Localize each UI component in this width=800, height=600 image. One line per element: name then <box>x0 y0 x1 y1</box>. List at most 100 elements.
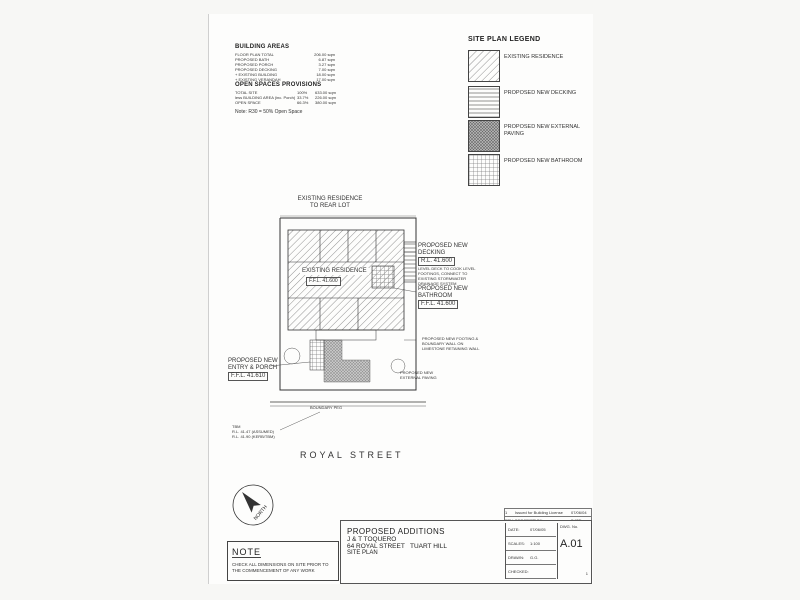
title-field: CHECKED: <box>506 565 556 579</box>
legend-decking: PROPOSED NEW DECKING <box>468 86 588 126</box>
title-field: DATE: 07/06/05 <box>506 523 556 537</box>
area-value: 6.87 sqm <box>318 57 335 62</box>
legend-paving: PROPOSED NEW EXTERNAL PAVING <box>468 120 588 160</box>
space-percent: 66.3% <box>297 100 309 105</box>
bathroom-ffl: F.F.L. 41.600 <box>418 300 459 309</box>
field-label: SCALES: <box>508 541 525 546</box>
building-areas-table: BUILDING AREAS FLOOR PLAN TOTAL 206.00 sq… <box>235 44 335 82</box>
title-block: PROPOSED ADDITIONS J & T TOQUERO 64 ROYA… <box>340 520 592 584</box>
project-title: PROPOSED ADDITIONS <box>347 527 445 536</box>
title-field: DRAWN: G.G. <box>506 551 556 565</box>
title-field: SCALES: 1:100 <box>506 537 556 551</box>
entry-label-line-2: ENTRY & PORCH <box>228 365 278 371</box>
site-address: 64 ROYAL STREET TUART HILL <box>347 543 447 550</box>
grid-hatch-swatch <box>468 154 500 186</box>
area-value: 18.00 sqm <box>316 72 335 77</box>
note-title: NOTE <box>232 547 262 558</box>
field-label: CHECKED: <box>508 569 529 574</box>
open-spaces-heading: OPEN SPACES PROVISIONS <box>235 82 322 88</box>
building-area-row: PROPOSED BATH 6.87 sqm <box>235 57 335 62</box>
legend-label: EXISTING RESIDENCE <box>504 54 564 60</box>
decking-label-line-1: PROPOSED NEW <box>418 243 468 249</box>
existing-ffl-label: F.F.L. 41.600 <box>306 277 341 286</box>
existing-residence-label: EXISTING RESIDENCE <box>300 268 369 275</box>
entry-label: PROPOSED NEW ENTRY & PORCH F.F.L. 41.610 <box>228 358 278 381</box>
front-notes: TBM R.L. 41.47 (ASSUMED) R.L. 41.90 (KER… <box>232 424 275 439</box>
area-value: 7.00 sqm <box>318 67 335 72</box>
area-value: 206.00 sqm <box>314 52 335 57</box>
building-areas-heading: BUILDING AREAS <box>235 44 290 50</box>
building-area-row: + EXISTING VERANDAH 17.00 sqm <box>235 77 335 82</box>
decking-label: PROPOSED NEW DECKING R.L. 41.600 <box>418 243 468 266</box>
crosshatch-swatch <box>468 120 500 152</box>
building-area-row: PROPOSED PORCH 3.27 sqm <box>235 62 335 67</box>
building-area-row: FLOOR PLAN TOTAL 206.00 sqm <box>235 52 335 57</box>
rev-date: 07/06/04 <box>571 510 587 515</box>
area-label: PROPOSED DECKING <box>235 67 278 72</box>
north-arrow-icon <box>232 484 274 526</box>
dwg-label: DWG. No. <box>560 524 579 529</box>
front-note-3: R.L. 41.90 (KERB/TBM) <box>232 434 275 439</box>
area-label: FLOOR PLAN TOTAL <box>235 52 274 57</box>
bathroom-label: PROPOSED NEW BATHROOM F.F.L. 41.600 <box>418 286 468 309</box>
open-space-row: TOTAL SITE 100% 633.00 sqm <box>235 90 345 95</box>
field-value: 07/06/05 <box>530 527 546 532</box>
client-name: J & T TOQUERO <box>347 536 397 543</box>
building-area-row: PROPOSED DECKING 7.00 sqm <box>235 67 335 72</box>
area-value: 17.00 sqm <box>316 77 335 82</box>
area-label: + EXISTING VERANDAH <box>235 77 281 82</box>
bathroom-label-line-1: PROPOSED NEW <box>418 286 468 292</box>
space-label: OPEN SPACE <box>235 100 261 105</box>
front-note-1: TBM <box>232 424 241 429</box>
area-label: PROPOSED PORCH <box>235 62 274 67</box>
legend-bathroom: PROPOSED NEW BATHROOM <box>468 154 588 194</box>
decking-note: LEVEL DECK TO COOK LEVEL FOOTINGS, CONNE… <box>418 266 476 286</box>
rev-description: Issued for Building License <box>515 510 563 515</box>
area-value: 3.27 sqm <box>318 62 335 67</box>
legend-label: PROPOSED NEW DECKING <box>504 90 577 96</box>
field-value: 1:100 <box>530 541 541 546</box>
decking-rl: R.L. 41.600 <box>418 257 456 266</box>
drawing-number: A.01 <box>560 538 583 550</box>
open-space-row: less BUILDING AREA (inc. Porch)33.7% 226.… <box>235 95 345 100</box>
area-label: + EXISTING BUILDING <box>235 72 278 77</box>
street-name: ROYAL STREET <box>300 450 404 460</box>
entry-ffl: F.F.L. 41.610 <box>228 372 269 381</box>
legend-existing-residence: EXISTING RESIDENCE <box>468 50 588 90</box>
space-area: 380.00 sqm <box>315 100 336 105</box>
space-label: TOTAL SITE <box>235 90 258 95</box>
bathroom-label-line-2: BATHROOM <box>418 293 453 299</box>
legend-title: SITE PLAN LEGEND <box>468 36 541 43</box>
front-boundary-label: BOUNDARY PEG <box>310 405 343 410</box>
north-arrow: NORTH <box>228 480 278 530</box>
decking-label-line-2: DECKING <box>418 250 446 256</box>
area-label: PROPOSED BATH <box>235 57 270 62</box>
diagonal-hatch-swatch <box>468 50 500 82</box>
space-label: less BUILDING AREA (inc. Porch) <box>235 95 296 100</box>
open-spaces-table: OPEN SPACES PROVISIONS TOTAL SITE 100% 633… <box>235 82 345 116</box>
front-note-2: R.L. 41.47 (ASSUMED) <box>232 429 275 434</box>
horizontal-hatch-swatch <box>468 86 500 118</box>
field-value: G.G. <box>530 555 539 560</box>
note-box: NOTE CHECK ALL DIMENSIONS ON SITE PRIOR … <box>227 541 339 581</box>
building-area-row: + EXISTING BUILDING 18.00 sqm <box>235 72 335 77</box>
note-text: CHECK ALL DIMENSIONS ON SITE PRIOR TO TH… <box>232 562 329 573</box>
legend-label: PROPOSED NEW BATHROOM <box>504 158 583 164</box>
sheet-number: 1 <box>585 571 588 576</box>
space-area: 226.00 sqm <box>315 95 336 100</box>
space-percent: 33.7% <box>297 95 309 100</box>
rear-label-line-1: EXISTING RESIDENCE <box>297 196 363 202</box>
rev-number: 1 <box>505 510 508 515</box>
driveway-note: PROPOSED NEW EXTERNAL PAVING <box>400 370 437 380</box>
space-area: 633.00 sqm <box>315 90 336 95</box>
rear-label-line-2: TO REAR LOT <box>310 203 350 209</box>
entry-label-line-1: PROPOSED NEW <box>228 358 278 364</box>
open-space-row: OPEN SPACE 66.3% 380.00 sqm <box>235 100 345 105</box>
field-label: DATE: <box>508 527 520 532</box>
field-label: DRAWN: <box>508 555 525 560</box>
open-spaces-note: Note: R30 = 50% Open Space <box>235 109 303 115</box>
fence-note: PROPOSED NEW FOOTING & BOUNDARY WALL ON … <box>422 336 480 351</box>
space-percent: 100% <box>297 90 308 95</box>
rear-label: EXISTING RESIDENCE TO REAR LOT <box>290 196 370 210</box>
drawing-title: SITE PLAN <box>347 550 378 556</box>
